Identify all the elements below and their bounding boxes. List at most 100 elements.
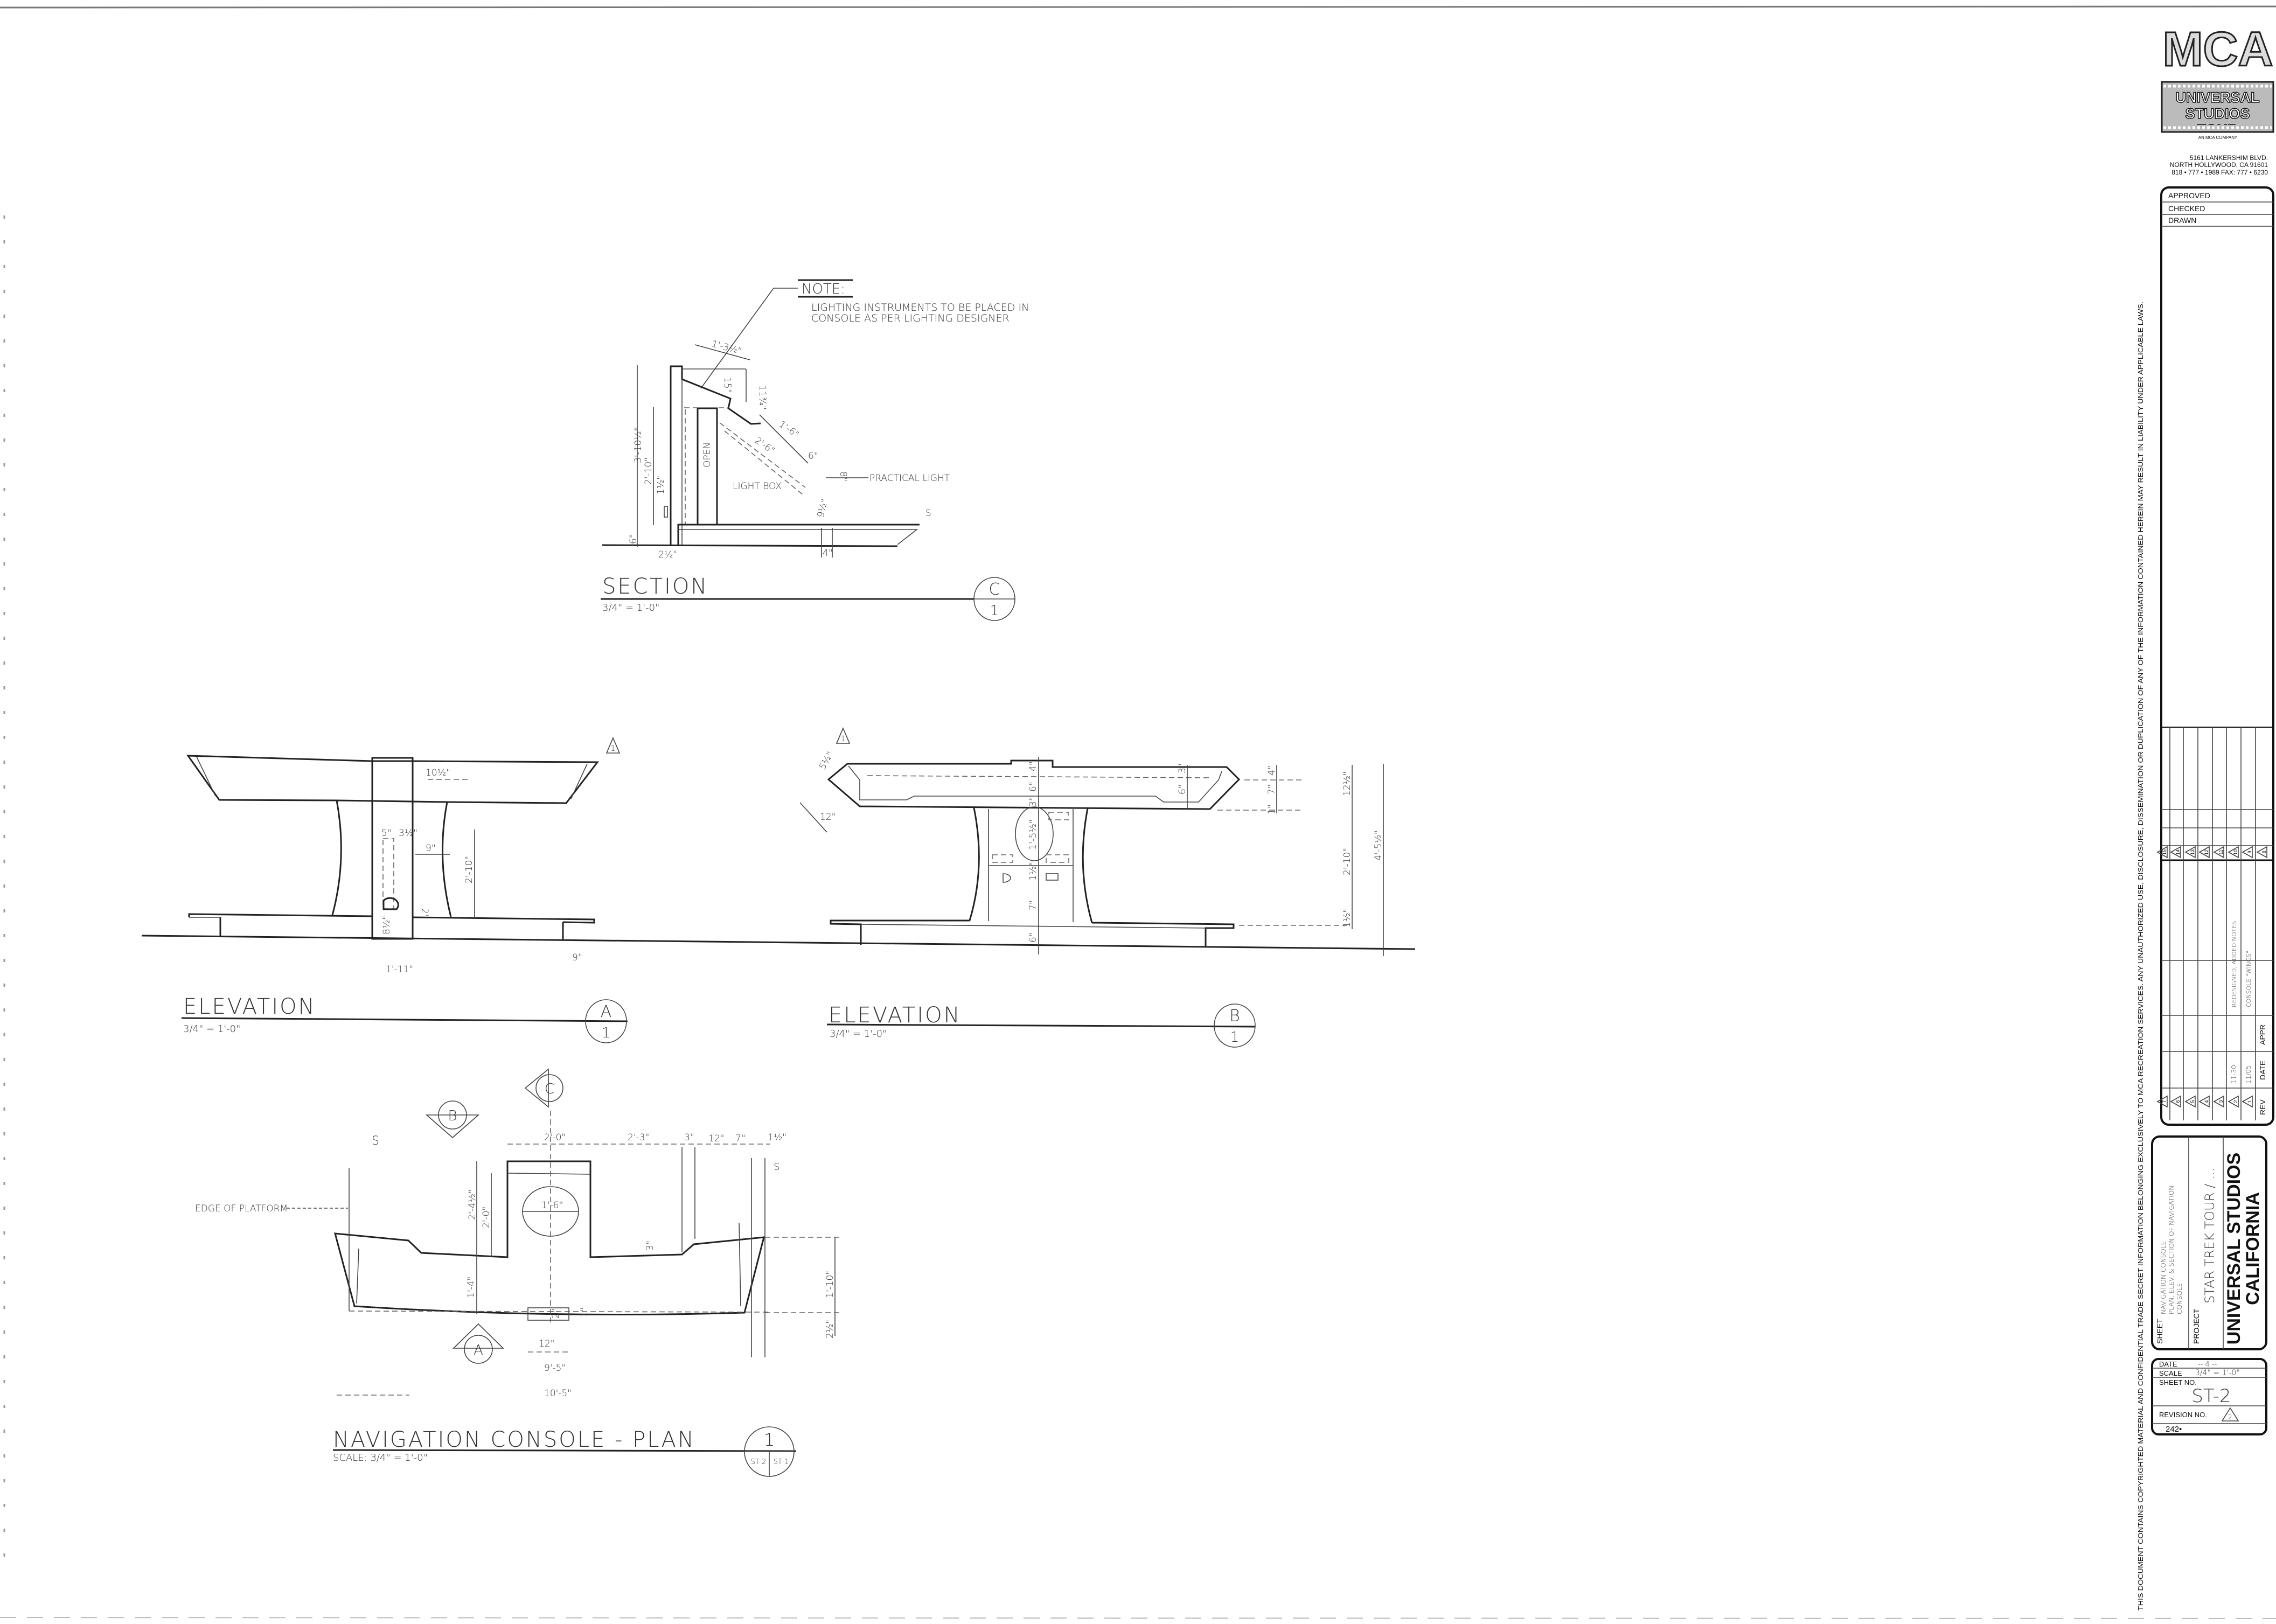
- sheet-no-label: SHEET NO.: [2159, 1378, 2197, 1386]
- section-marker-a: A: [453, 1323, 504, 1364]
- elev-b-left-leg: [969, 807, 980, 921]
- elevation-b-title: ELEVATION: [829, 1003, 962, 1028]
- elevation-floor-line: [141, 935, 1416, 950]
- sheet-project-box: [2151, 1135, 2267, 1350]
- sheet-no-value: ST-2: [2191, 1385, 2231, 1407]
- dim-depth: 1'-4": [466, 1277, 477, 1298]
- drawn-label: DRAWN: [2168, 216, 2196, 225]
- revision-number: 11: [2218, 849, 2224, 854]
- tour-logo-text: UNIVERSAL STUDIOS TOUR: [2175, 89, 2260, 125]
- dim-toe: 4": [823, 548, 833, 559]
- dim-small: 1": [579, 1307, 590, 1318]
- revision-number: 15: [2162, 849, 2167, 855]
- note-line: LIGHTING INSTRUMENTS TO BE PLACED IN: [811, 302, 1029, 313]
- elevation-b-marker: B 1: [1214, 1003, 1256, 1048]
- dim-d: 2": [419, 908, 430, 918]
- elevation-a-underline: [181, 1017, 628, 1022]
- revision-delta-icon: 15: [2156, 846, 2168, 859]
- dim-h1: 2'-4½": [467, 1189, 478, 1220]
- sheet-label: SHEET: [2155, 1319, 2164, 1344]
- section-c-drawing: NOTE: LIGHTING INSTRUMENTS TO BE PLACED …: [601, 279, 1029, 621]
- dim-6in: 6": [808, 451, 818, 462]
- dim-inner-width: 9'-5": [544, 1363, 566, 1374]
- dim-o3: 1½": [1342, 909, 1353, 928]
- revision-number: 9: [2247, 851, 2252, 853]
- sheet-value: NAVIGATION CONSOLE: [2160, 1241, 2167, 1314]
- dim-c7: 6": [1028, 932, 1039, 943]
- svg-text:A: A: [474, 1342, 483, 1358]
- revision-delta-icon: 9: [2242, 846, 2253, 859]
- client-location: CALIFORNIA: [2243, 1192, 2263, 1305]
- elev-a-base-right: [412, 916, 595, 924]
- elev-a-chamfer: [196, 756, 216, 797]
- plan-inner-line: [507, 1173, 591, 1175]
- dim-w3: 3": [684, 1132, 694, 1143]
- revision-delta-icon: 2: [2228, 1095, 2239, 1108]
- dim-angle: 15°: [722, 377, 733, 393]
- marker-letter: A: [601, 1002, 612, 1021]
- dim-circle: 1'-6": [541, 1200, 563, 1211]
- section-title: SECTION: [602, 574, 708, 599]
- title-block: MCA UNIVERSAL STUDIOS TOUR AN MCA COMPAN…: [2151, 22, 2274, 1435]
- dim-line: [759, 414, 809, 464]
- dim-inner-height: 2'-10": [643, 457, 654, 485]
- revision-delta-icon: 3: [2213, 1095, 2224, 1108]
- plan-title-underline: [332, 1449, 797, 1452]
- job-number: 242•: [2166, 1425, 2182, 1434]
- client-name: UNIVERSAL STUDIOS: [2224, 1153, 2244, 1344]
- marker-number: 1: [764, 1430, 775, 1450]
- plan-platform-edge: [349, 1311, 771, 1313]
- dim-foot: 9": [572, 952, 582, 963]
- elev-a-left-leg: [331, 800, 342, 916]
- dim-c: 9": [426, 843, 436, 854]
- elevation-b-scale: 3/4" = 1'-0": [830, 1028, 887, 1040]
- rev-2-description: REDESIGNED, ADDED NOTES: [2231, 921, 2238, 1007]
- elevation-b-underline: [826, 1023, 1256, 1028]
- dim-r5: 1": [1266, 804, 1277, 814]
- dim-o4: 4'-5½": [1373, 830, 1384, 861]
- note-leader: [700, 288, 798, 389]
- address-line: NORTH HOLLYWOOD, CA 91601: [2170, 161, 2268, 169]
- revision-no-label: REVISION NO.: [2159, 1411, 2207, 1419]
- section-marker-c: C: [524, 1068, 563, 1108]
- revision-number: 7: [2162, 1100, 2167, 1103]
- sheet-value: PLAN, ELEV. & SECTION OF NAVIGATION: [2168, 1186, 2175, 1314]
- marker-letter: C: [989, 580, 1000, 599]
- revision-delta-icon: 7: [2156, 1095, 2168, 1108]
- dim-9-5in: 9½": [816, 498, 831, 519]
- dim-a: 5": [381, 828, 392, 839]
- revision-number: 14: [2175, 849, 2181, 855]
- dim-right: 1'-10": [825, 1271, 836, 1298]
- elev-b-oval: [1015, 806, 1054, 861]
- svg-text:1: 1: [841, 735, 846, 743]
- rev-2-date: 11-30: [2230, 1065, 2238, 1084]
- elev-b-hidden-box: [992, 854, 1013, 863]
- dim-box-h: 2": [551, 1308, 561, 1319]
- section-marker-b: B: [425, 1100, 480, 1139]
- revision-delta-icon: 2: [2221, 1407, 2239, 1421]
- edge-of-platform-label: EDGE OF PLATFORM: [195, 1203, 288, 1214]
- dim-line: [799, 802, 827, 833]
- plan-inner-line: [739, 1222, 741, 1307]
- revision-number: 6: [2175, 1100, 2181, 1103]
- dim-e: 8½": [381, 916, 392, 935]
- elevation-b-drawing: 5½" 12" 4" 6" 3" 1'-5½" 1½" 7" 6" 3" 6" …: [799, 727, 1384, 1048]
- svg-text:1: 1: [611, 744, 616, 753]
- marker-sheet: 1: [990, 603, 999, 619]
- date-value: -- 4 --: [2198, 1361, 2217, 1369]
- elev-b-base-left: [830, 919, 970, 945]
- scale-value: 3/4" = 1'-0": [2195, 1369, 2240, 1377]
- elev-a-half-circle: [382, 897, 399, 910]
- revision-number: 1: [2247, 1100, 2252, 1103]
- rev-1-date: 11/05: [2245, 1065, 2252, 1084]
- elevation-a-scale: 3/4" = 1'-0": [183, 1023, 240, 1035]
- label-s: S: [925, 508, 931, 519]
- dim-slope-upper: 1'-6": [777, 419, 801, 440]
- light-box-line: [719, 422, 806, 488]
- revision-delta-icon: 11: [2213, 846, 2224, 859]
- sheet-value: CONSOLE: [2176, 1283, 2183, 1314]
- section-profile: [670, 365, 761, 545]
- dim-top-height: 11¾": [757, 385, 768, 410]
- revision-number: 10: [2233, 849, 2238, 855]
- plan-small-box: [527, 1307, 569, 1321]
